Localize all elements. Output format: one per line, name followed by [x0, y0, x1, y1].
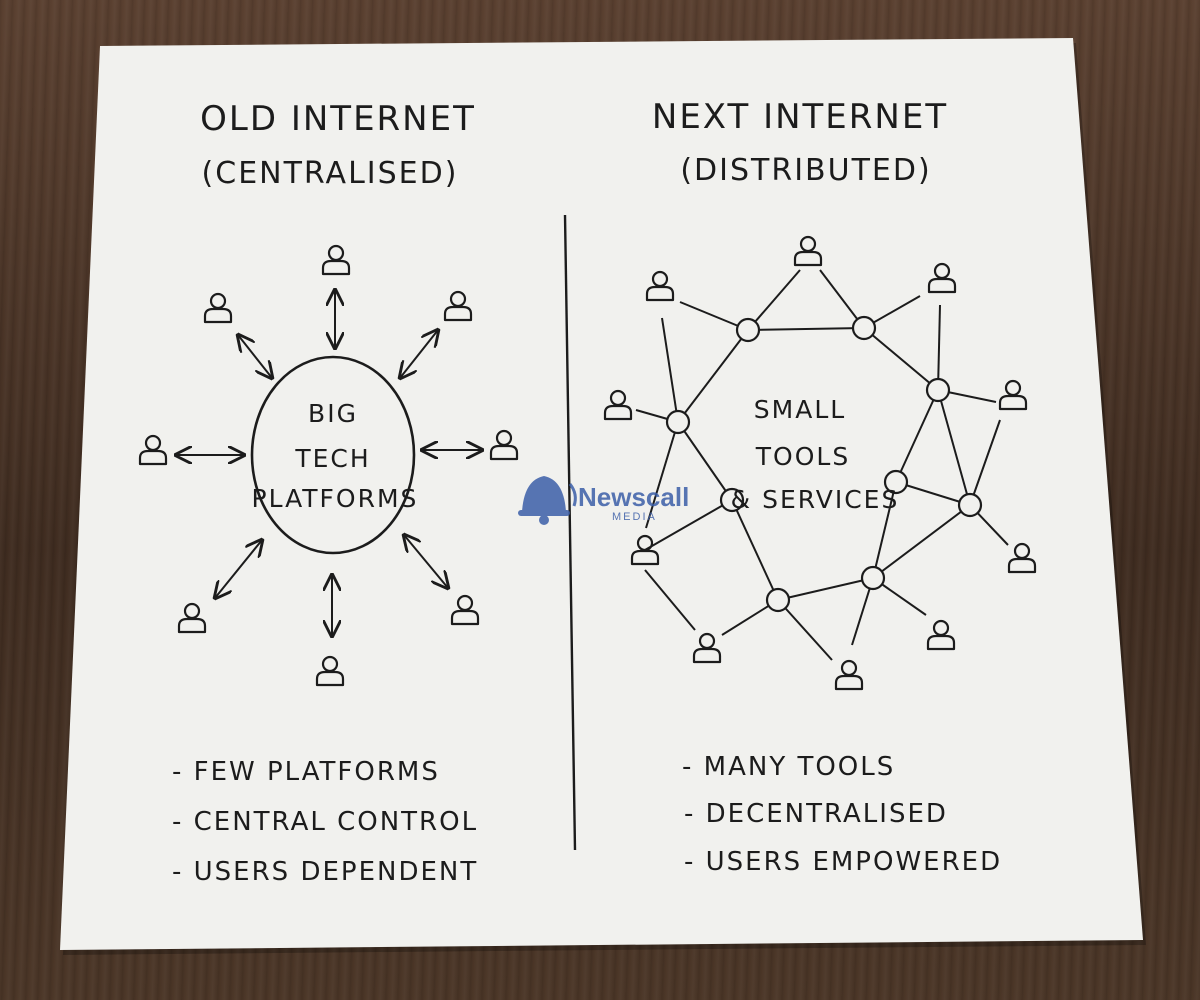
network-node [957, 492, 983, 518]
small-tools-label: SMALL TOOLS & SERVICES [731, 395, 900, 514]
watermark-tagline: MEDIA [612, 511, 657, 523]
right-title: NEXT INTERNET [652, 97, 948, 137]
center-line-1: SMALL [754, 395, 846, 424]
right-bullet-3: - USERS EMPOWERED [684, 847, 1002, 877]
network-node [883, 469, 909, 495]
watermark-brand: Newscall [578, 482, 689, 512]
network-node [719, 487, 745, 513]
left-bullet-2: - CENTRAL CONTROL [172, 807, 478, 837]
network-node [851, 315, 877, 341]
network-node [925, 377, 951, 403]
center-line-2: TOOLS [755, 442, 850, 471]
hub-line-2: TECH [294, 444, 370, 473]
hub-arrows [176, 290, 482, 636]
network-node [765, 587, 791, 613]
left-bullet-3: - USERS DEPENDENT [172, 857, 478, 887]
network-node [665, 409, 691, 435]
network-node [860, 565, 886, 591]
watermark: Newscall MEDIA [518, 476, 689, 525]
bell-icon [518, 476, 577, 525]
left-title: OLD INTERNET [200, 99, 476, 139]
left-subtitle: (CENTRALISED) [202, 156, 459, 191]
right-subtitle: (DISTRIBUTED) [680, 153, 931, 188]
paper-sheet [60, 38, 1146, 955]
right-bullets: - MANY TOOLS - DECENTRALISED - USERS EMP… [682, 752, 1002, 877]
big-tech-hub: BIG TECH PLATFORMS [250, 355, 419, 555]
right-bullet-2: - DECENTRALISED [684, 799, 948, 829]
right-bullet-1: - MANY TOOLS [682, 752, 895, 782]
network-node [735, 317, 761, 343]
center-line-3: & SERVICES [731, 485, 900, 514]
center-divider [563, 214, 577, 851]
network-nodes [665, 315, 983, 613]
left-bullets: - FEW PLATFORMS - CENTRAL CONTROL - USER… [172, 757, 478, 887]
hub-line-1: BIG [308, 399, 358, 428]
left-bullet-1: - FEW PLATFORMS [172, 757, 440, 787]
hub-line-3: PLATFORMS [252, 484, 419, 513]
